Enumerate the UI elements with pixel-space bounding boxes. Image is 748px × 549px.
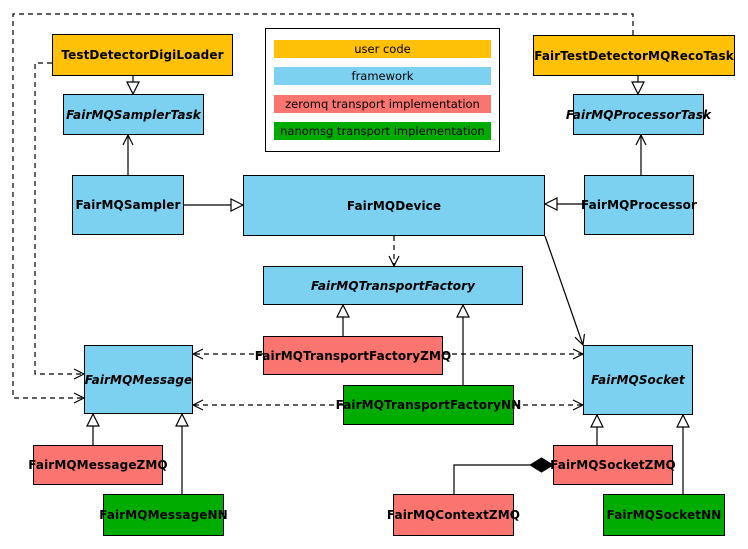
node-fairmqsocketnn: FairMQSocketNN xyxy=(603,494,725,536)
legend-box: user code framework zeromq transport imp… xyxy=(265,28,500,152)
legend-item-user-code: user code xyxy=(274,40,491,59)
node-fairmqdevice: FairMQDevice xyxy=(243,175,545,236)
node-fairmqmessagenn: FairMQMessageNN xyxy=(99,494,228,536)
node-fairmqmessagezmq: FairMQMessageZMQ xyxy=(28,445,168,485)
node-fairmqtransportfactory: FairMQTransportFactory xyxy=(263,266,523,305)
legend-item-framework: framework xyxy=(274,67,491,86)
node-fairmqmessage: FairMQMessage xyxy=(84,345,193,414)
edge-recotask-depends-message xyxy=(12,13,634,398)
node-fairmqsamplertask: FairMQSamplerTask xyxy=(63,94,204,135)
legend-item-zeromq: zeromq transport implementation xyxy=(274,94,491,113)
node-fairmqsocketzmq: FairMQSocketZMQ xyxy=(550,445,676,485)
edge-digiloader-depends-message xyxy=(34,62,84,374)
legend-item-nanomsg: nanomsg transport implementation xyxy=(274,121,491,140)
node-fairmqprocessortask: FairMQProcessorTask xyxy=(566,94,711,135)
node-fairmqcontextzmq: FairMQContextZMQ xyxy=(387,494,520,536)
edge-contextzmq-composed-in-socketzmq xyxy=(453,457,554,494)
node-testdetectordigiloader: TestDetectorDigiLoader xyxy=(52,34,233,76)
node-fairtestdetectormqrecotask: FairTestDetectorMQRecoTask xyxy=(533,35,735,76)
node-fairmqtransportfactorynn: FairMQTransportFactoryNN xyxy=(336,385,521,425)
node-fairmqsampler: FairMQSampler xyxy=(72,175,184,235)
node-fairmqsocket: FairMQSocket xyxy=(583,345,693,415)
node-fairmqtransportfactoryzmq: FairMQTransportFactoryZMQ xyxy=(255,336,451,375)
edge-device-uses-socket xyxy=(544,235,583,345)
node-fairmqprocessor: FairMQProcessor xyxy=(581,175,697,235)
